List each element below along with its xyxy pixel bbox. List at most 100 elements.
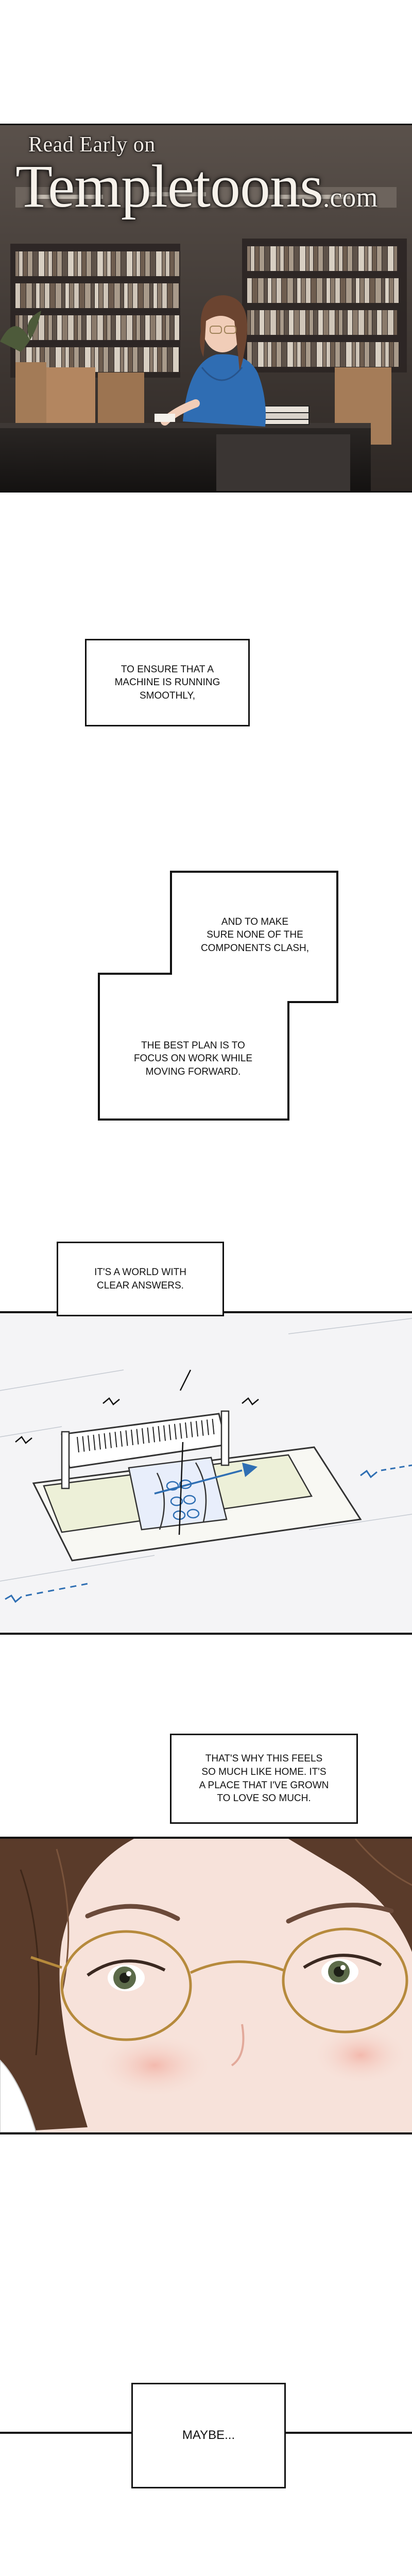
book-spine: [297, 342, 301, 367]
book-spine: [335, 246, 338, 271]
book-spine: [372, 310, 376, 335]
book-spine: [388, 246, 393, 271]
book-spine: [353, 246, 358, 271]
book-spine: [327, 278, 330, 303]
book-spine: [287, 278, 293, 303]
rail-tick: [185, 1422, 187, 1438]
book-spine: [277, 246, 280, 271]
book-spine: [78, 315, 81, 340]
book-spine: [79, 347, 84, 372]
book-spine: [141, 315, 145, 340]
book-spine: [331, 278, 335, 303]
book-spine: [36, 347, 40, 372]
book-spine: [156, 315, 162, 340]
book-spine: [394, 246, 397, 271]
face-closeup-panel: [0, 1837, 412, 2134]
book-spine: [331, 342, 335, 367]
book-spine: [57, 315, 62, 340]
rail-tick: [196, 1421, 198, 1437]
book-spine: [53, 315, 57, 340]
book-spine: [173, 283, 179, 308]
book-spine: [260, 310, 264, 335]
book-spine: [62, 315, 67, 340]
rail-tick: [147, 1427, 150, 1443]
book-spine: [175, 315, 179, 340]
book-spine: [268, 278, 271, 303]
caption-box: MAYBE...: [131, 2383, 286, 2488]
rail-tick: [158, 1426, 161, 1442]
book-spine: [258, 342, 264, 367]
caption-line: IT'S A WORLD WITH: [94, 1266, 186, 1278]
book-spine: [162, 315, 165, 340]
library-panel: Read Early on Templetoons .com: [0, 124, 412, 493]
book-spine: [272, 278, 276, 303]
book-spine: [260, 246, 264, 271]
book-spine: [284, 246, 288, 271]
book-spine: [294, 342, 297, 367]
book-spine: [45, 347, 49, 372]
book-spine: [294, 246, 299, 271]
book-spine: [252, 342, 258, 367]
book-spine: [82, 315, 86, 340]
caption-line: MAYBE...: [182, 2428, 235, 2443]
book-spine: [50, 347, 55, 372]
book-spine: [277, 278, 281, 303]
book-spine: [297, 278, 301, 303]
book-spine: [23, 251, 27, 276]
book-spine: [335, 342, 340, 367]
book-spine: [265, 310, 270, 335]
book-spine: [343, 310, 347, 335]
book-spine: [365, 278, 369, 303]
book-spine: [92, 315, 97, 340]
book-spine: [323, 246, 329, 271]
book-spine: [116, 251, 121, 276]
watermark-line1: Read Early on: [28, 133, 156, 157]
book-spine: [40, 283, 44, 308]
stepped-caption-frame: [98, 871, 338, 1121]
caption-line: SURE NONE OF THE: [207, 929, 303, 941]
watermark-suffix: .com: [322, 182, 378, 213]
book-spine: [48, 315, 52, 340]
book-spine: [87, 315, 91, 340]
book-spine: [375, 342, 381, 367]
book-spine: [394, 342, 399, 367]
book-spine: [340, 278, 346, 303]
book-spine: [310, 310, 313, 335]
book-spine: [166, 315, 169, 340]
rail-tick: [201, 1420, 204, 1436]
book-spine: [127, 251, 132, 276]
book-spine: [99, 347, 103, 372]
book-spine: [277, 310, 280, 335]
rail-tick: [190, 1421, 193, 1437]
book-spine: [348, 310, 352, 335]
book-spine: [306, 278, 311, 303]
book-spine: [352, 342, 355, 367]
book-spine: [158, 283, 162, 308]
book-spine: [335, 310, 338, 335]
book-spine: [300, 310, 305, 335]
book-spine: [97, 315, 103, 340]
book-spine: [277, 342, 281, 367]
book-spine: [270, 246, 276, 271]
book-spine: [287, 342, 293, 367]
book-spine: [78, 251, 81, 276]
book-spine: [353, 310, 358, 335]
rail-tick: [125, 1430, 128, 1446]
book-spine: [377, 310, 382, 335]
book-spine: [121, 251, 126, 276]
caption-line: THAT'S WHY THIS FEELS: [205, 1753, 323, 1765]
book-spine: [85, 347, 91, 372]
book-spine: [40, 347, 44, 372]
book-spine: [268, 342, 271, 367]
book-spine: [385, 342, 389, 367]
book-spine: [156, 251, 162, 276]
book-spine: [162, 251, 165, 276]
book-spine: [335, 278, 340, 303]
book-spine: [372, 246, 376, 271]
book-spine: [368, 310, 372, 335]
caption-line: MOVING FORWARD.: [145, 1066, 241, 1077]
rail-tick: [131, 1429, 133, 1446]
book-spine: [382, 310, 387, 335]
book-spine: [175, 251, 179, 276]
rail-tick: [88, 1435, 90, 1451]
